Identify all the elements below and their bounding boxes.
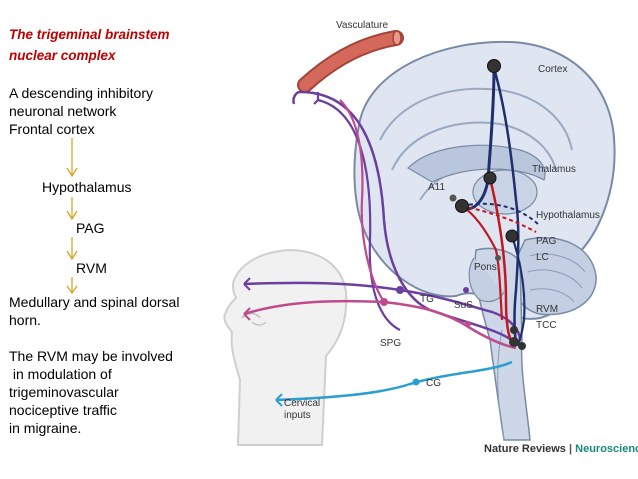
trigeminal-pathway [299,90,515,343]
journal-section: Neuroscience [575,443,638,455]
spg-label: SPG [380,338,401,349]
hypothalamus-label: Hypothalamus [42,179,132,195]
thalamus-label: Thalamus [532,164,576,175]
cortex-node [487,59,501,73]
hypothalamic-pathway [488,177,514,343]
tg-node [396,286,404,294]
rvm-note-line-2: in modulation of [9,366,112,382]
pag-label: PAG [76,220,105,236]
down-arrow-icon [66,197,78,221]
sus-node [463,287,469,293]
journal-name: Nature Reviews [484,443,566,455]
vasculature-vessel [297,30,404,93]
brain [353,40,616,441]
down-arrow-icon [66,277,78,295]
journal-credit: Nature Reviews | Neuroscience [484,443,638,455]
a11-label: A11 [428,182,445,193]
slide-title: The trigeminal brainstem nuclear complex [9,24,209,66]
rvm-note-line-5: in migraine. [9,420,82,436]
head-profile [223,248,348,446]
cg-label: CG [426,378,441,389]
rvm-note-line-4: nociceptive traffic [9,402,117,418]
trigeminovascular-diagram: Vasculature Cortex Thalamus A11 Hypothal… [223,20,638,455]
cortex-label: Cortex [538,64,567,75]
rvm-node [510,326,518,334]
down-arrow-icon [66,138,78,178]
pag-node [505,229,519,243]
down-arrow-icon [66,237,78,261]
pons-label: Pons [474,262,497,273]
sus-label: SuS [454,300,473,311]
tcc-node [509,337,519,347]
rvm-diagram-label: RVM [536,304,558,315]
rvm-note-line-3: trigeminovascular [9,384,119,400]
description-line-1: A descending inhibitory [9,85,153,101]
thalamus-node [483,171,497,185]
frontal-cortex-label: Frontal cortex [9,121,95,137]
hypothalamus-node [455,199,469,213]
cervical-inputs-label-2: inputs [284,410,311,421]
tcc-label: TCC [536,320,557,331]
medullary-line-2: horn. [9,312,41,328]
cervical-inputs-label-1: Cervical [284,398,320,409]
spg-pathway [243,299,517,350]
cervical-pathway [275,360,513,402]
rvm-label: RVM [76,260,107,276]
description-line-2: neuronal network [9,103,117,119]
lc-label: LC [536,252,549,263]
tg-label: TG [420,294,434,305]
journal-separator: | [566,443,575,455]
lc-node [495,255,501,261]
medullary-line-1: Medullary and spinal dorsal [9,294,180,310]
a11-node [449,194,457,202]
title-line-2: nuclear complex [9,48,116,63]
hypothalamus-diagram-label: Hypothalamus [536,210,600,221]
vasculature-label: Vasculature [336,20,389,31]
spg-node [380,298,388,306]
pag-diagram-label: PAG [536,236,557,247]
title-line-1: The trigeminal brainstem [9,27,170,42]
rvm-note-line-1: The RVM may be involved [9,348,173,364]
